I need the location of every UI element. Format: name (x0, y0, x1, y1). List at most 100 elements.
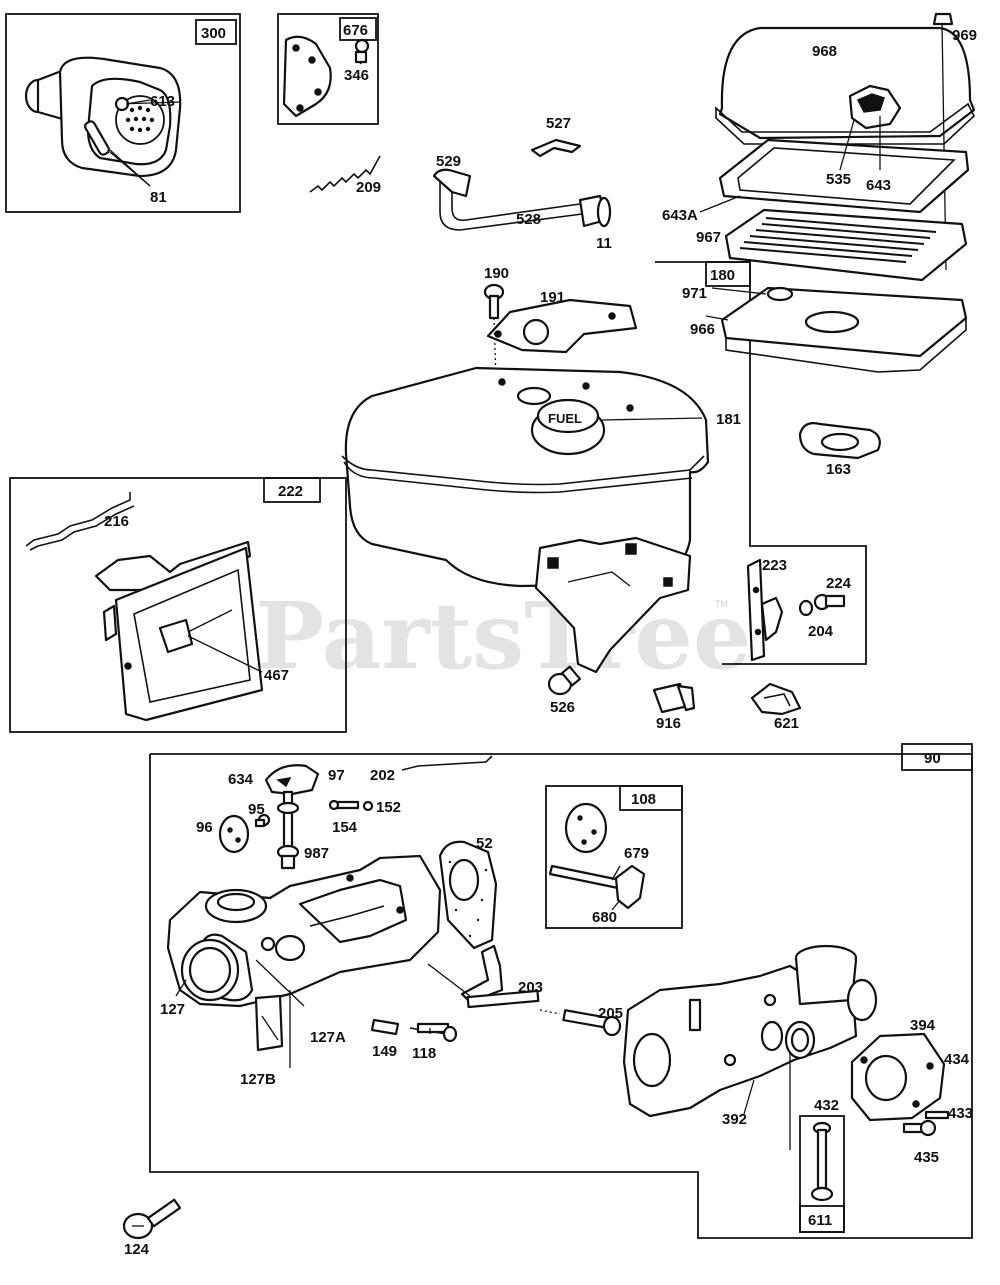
callout-392[interactable]: 392 (722, 1111, 747, 1128)
callout-81[interactable]: 81 (150, 189, 167, 206)
callout-127B[interactable]: 127B (240, 1071, 276, 1088)
screw-124[interactable] (122, 1198, 182, 1240)
callout-528[interactable]: 528 (516, 211, 541, 228)
control-bracket-223[interactable] (746, 558, 784, 662)
callout-971[interactable]: 971 (682, 285, 707, 302)
callout-680[interactable]: 680 (592, 909, 617, 926)
screw-118[interactable] (409, 1022, 458, 1043)
gasket-163[interactable] (798, 422, 881, 460)
bolt-526[interactable] (547, 665, 582, 696)
callout-118[interactable]: 118 (412, 1045, 436, 1062)
washer-152[interactable] (362, 800, 374, 812)
callout-679[interactable]: 679 (624, 845, 649, 862)
muffler-guard-drawing[interactable] (282, 35, 370, 118)
screw-95[interactable] (254, 813, 271, 828)
clip-527[interactable] (530, 138, 582, 158)
callout-52[interactable]: 52 (476, 835, 493, 852)
breather-tube-528[interactable] (432, 168, 612, 231)
fuel-tank-drawing[interactable]: FUEL (341, 366, 710, 674)
callout-969[interactable]: 969 (952, 27, 977, 44)
group-number-108[interactable]: 108 (631, 791, 656, 808)
carburetor-body-drawing[interactable] (166, 854, 442, 1068)
gasket-52[interactable] (438, 840, 498, 950)
clip-916[interactable] (652, 682, 696, 714)
pin-205[interactable] (539, 1009, 622, 1037)
choke-kit-drawing[interactable] (548, 802, 646, 910)
callout-967[interactable]: 967 (696, 229, 721, 246)
callout-127[interactable]: 127 (160, 1001, 185, 1018)
callout-97[interactable]: 97 (328, 767, 345, 784)
callout-204[interactable]: 204 (808, 623, 834, 640)
washer-204[interactable] (798, 599, 814, 617)
callout-124[interactable]: 124 (124, 1241, 150, 1258)
group-number-300[interactable]: 300 (201, 25, 226, 42)
control-panel-drawing[interactable] (25, 492, 264, 722)
callout-643[interactable]: 643 (866, 177, 891, 194)
group-number-90[interactable]: 90 (924, 750, 941, 767)
choke-lever-97[interactable] (264, 764, 320, 796)
carburetor-body-392[interactable] (622, 944, 878, 1150)
callout-191[interactable]: 191 (540, 289, 565, 306)
rod-202[interactable] (401, 755, 493, 771)
group-number-611[interactable]: 611 (808, 1212, 832, 1229)
callout-190[interactable]: 190 (484, 265, 509, 282)
choke-plate-96[interactable] (218, 814, 250, 854)
callout-205[interactable]: 205 (598, 1005, 623, 1022)
callout-209[interactable]: 209 (356, 179, 381, 196)
callout-163[interactable]: 163 (826, 461, 851, 478)
callout-968[interactable]: 968 (812, 43, 837, 60)
callout-634[interactable]: 634 (228, 771, 254, 788)
group-number-676[interactable]: 676 (343, 22, 368, 39)
callout-526[interactable]: 526 (550, 699, 575, 716)
callout-154[interactable]: 154 (332, 819, 358, 836)
callout-643A[interactable]: 643A (662, 207, 698, 224)
callout-95[interactable]: 95 (248, 801, 265, 818)
callout-432[interactable]: 432 (814, 1097, 839, 1114)
screw-224[interactable] (813, 593, 846, 611)
callout-433[interactable]: 433 (948, 1105, 973, 1122)
callout-152[interactable]: 152 (376, 799, 401, 816)
spring-209[interactable] (309, 155, 381, 193)
group-number-180[interactable]: 180 (710, 267, 735, 284)
callout-127A[interactable]: 127A (310, 1029, 346, 1046)
callout-224[interactable]: 224 (826, 575, 852, 592)
air-filter-gasket-643A[interactable] (718, 138, 970, 214)
needle-611[interactable] (810, 1121, 834, 1202)
throttle-lever-203[interactable] (460, 944, 540, 1009)
callout-621[interactable]: 621 (774, 715, 799, 732)
callout-223[interactable]: 223 (762, 557, 787, 574)
choke-shaft-634[interactable] (276, 790, 300, 870)
callout-434[interactable]: 434 (944, 1051, 970, 1068)
callout-529[interactable]: 529 (436, 153, 461, 170)
callout-203[interactable]: 203 (518, 979, 543, 996)
callout-535[interactable]: 535 (826, 171, 851, 188)
callout-216[interactable]: 216 (104, 513, 129, 530)
screw-435[interactable] (902, 1119, 937, 1137)
clamp-621[interactable] (750, 682, 802, 716)
pump-cover-394[interactable] (850, 1032, 946, 1122)
screw-154[interactable] (328, 799, 360, 811)
screw-190[interactable] (483, 283, 505, 381)
callout-467[interactable]: 467 (264, 667, 289, 684)
callout-527[interactable]: 527 (546, 115, 571, 132)
callout-149[interactable]: 149 (372, 1043, 397, 1060)
air-cleaner-body-966[interactable] (720, 286, 968, 373)
callout-394[interactable]: 394 (910, 1017, 936, 1034)
callout-966[interactable]: 966 (690, 321, 715, 338)
spring-149[interactable] (370, 1018, 400, 1036)
air-filter-element-967[interactable] (724, 208, 968, 282)
callout-987[interactable]: 987 (304, 845, 329, 862)
callout-346[interactable]: 346 (344, 67, 369, 84)
group-number-222[interactable]: 222 (278, 483, 303, 500)
callout-96[interactable]: 96 (196, 819, 213, 836)
callout-202[interactable]: 202 (370, 767, 395, 784)
callout-916[interactable]: 916 (656, 715, 681, 732)
o-ring-432[interactable] (784, 1020, 816, 1060)
muffler-drawing[interactable] (24, 56, 182, 187)
callout-181[interactable]: 181 (716, 411, 741, 428)
bracket-191[interactable] (486, 298, 638, 354)
callout-613[interactable]: 613 (150, 93, 175, 110)
callout-11[interactable]: 11 (596, 235, 612, 252)
callout-435[interactable]: 435 (914, 1149, 939, 1166)
air-cleaner-cover-968[interactable] (715, 12, 976, 271)
